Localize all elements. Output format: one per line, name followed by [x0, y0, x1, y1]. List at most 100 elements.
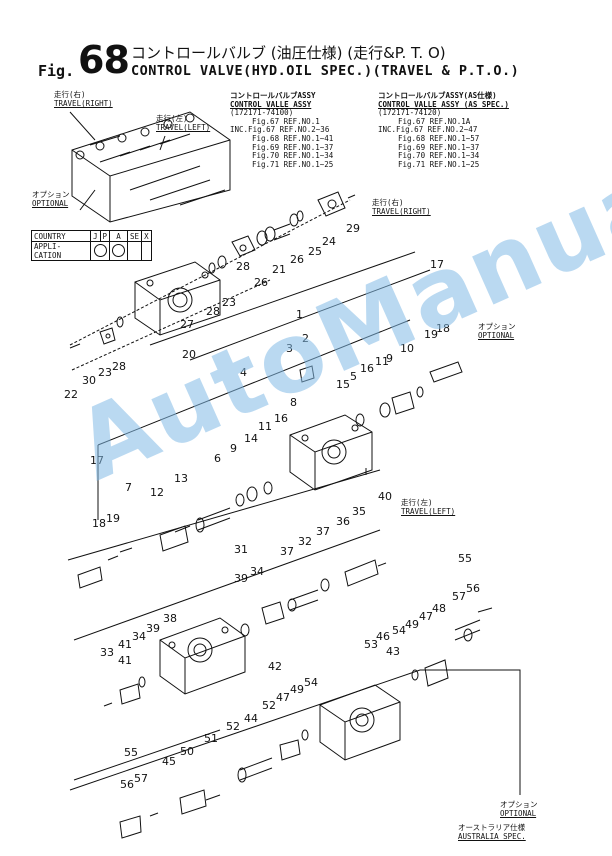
part-number-label: 50: [180, 745, 194, 758]
part-number-label: 34: [132, 630, 146, 643]
part-number-label: 2: [302, 332, 309, 345]
part-number-label: 13: [174, 472, 188, 485]
part-number-label: 41: [118, 654, 132, 667]
parts-row-lower-left: [103, 559, 387, 707]
part-number-label: 44: [244, 712, 258, 725]
part-number-label: 24: [322, 235, 336, 248]
part-number-label: 53: [364, 638, 378, 651]
circle-mark-icon: [112, 243, 126, 257]
part-number-label: 42: [268, 660, 282, 673]
part-number-label: 27: [180, 318, 194, 331]
travel-right-mid-callout: 走行(右) TRAVEL(RIGHT): [372, 198, 431, 216]
part-number-label: 39: [146, 622, 160, 635]
part-number-label: 35: [352, 505, 366, 518]
part-number-label: 39: [234, 572, 248, 585]
part-number-label: 26: [290, 253, 304, 266]
part-number-label: 36: [336, 515, 350, 528]
part-number-label: 47: [419, 610, 433, 623]
application-mark-se: [127, 241, 143, 261]
option-mid-callout: オプション OPTIONAL: [478, 322, 516, 340]
part-number-label: 19: [106, 512, 120, 525]
part-number-label: 22: [64, 388, 78, 401]
travel-left-top-callout: 走行(左) TRAVEL(LEFT): [156, 114, 211, 132]
part-number-label: 19: [424, 328, 438, 341]
part-number-label: 57: [452, 590, 466, 603]
part-number-label: 38: [163, 612, 177, 625]
part-number-label: 4: [240, 366, 247, 379]
part-number-label: 26: [254, 276, 268, 289]
part-number-label: 23: [222, 296, 236, 309]
part-number-label: 3: [286, 342, 293, 355]
country-application-table: COUNTRY J P A SE X APPLI- CATION: [31, 230, 152, 261]
figure-number: 68: [78, 38, 130, 82]
part-number-label: 17: [90, 454, 104, 467]
part-number-label: 30: [82, 374, 96, 387]
part-number-label: 43: [386, 645, 400, 658]
part-number-label: 55: [124, 746, 138, 759]
part-number-label: 37: [280, 545, 294, 558]
part-number-label: 40: [378, 490, 392, 503]
part-number-label: 55: [458, 552, 472, 565]
part-number-label: 41: [118, 638, 132, 651]
part-number-label: 11: [375, 355, 389, 368]
application-mark-x: [141, 241, 152, 261]
part-number-label: 18: [92, 517, 106, 530]
title-english: CONTROL VALVE(HYD.OIL SPEC.)(TRAVEL & P.…: [131, 63, 520, 79]
part-number-label: 28: [236, 260, 250, 273]
part-number-label: 56: [120, 778, 134, 791]
part-number-label: 16: [274, 412, 288, 425]
part-number-label: 1: [296, 308, 303, 321]
part-number-label: 32: [298, 535, 312, 548]
part-number-label: 14: [244, 432, 258, 445]
part-number-label: 6: [214, 452, 221, 465]
valve-body-bottom: [319, 684, 401, 761]
part-number-label: 47: [276, 691, 290, 704]
assy-standard-block: コントロールバルブASSY CONTROL VALLE ASSY (172171…: [230, 91, 334, 169]
part-number-label: 37: [316, 525, 330, 538]
application-label: APPLI- CATION: [31, 241, 91, 261]
part-number-label: 52: [226, 720, 240, 733]
australia-spec-callout: オーストラリア仕様 AUSTRALIA SPEC.: [458, 823, 526, 841]
part-number-label: 25: [308, 245, 322, 258]
part-number-label: 49: [290, 683, 304, 696]
part-number-label: 20: [182, 348, 196, 361]
figure-prefix: Fig.: [38, 62, 75, 80]
part-number-label: 28: [206, 305, 220, 318]
part-number-label: 9: [386, 352, 393, 365]
valve-body-travel-left: [159, 617, 246, 695]
part-number-label: 31: [234, 543, 248, 556]
part-number-label: 34: [250, 565, 264, 578]
part-number-label: 23: [98, 366, 112, 379]
part-number-label: 57: [134, 772, 148, 785]
part-number-label: 45: [162, 755, 176, 768]
part-number-label: 11: [258, 420, 272, 433]
part-number-label: 8: [290, 396, 297, 409]
part-number-label: 52: [262, 699, 276, 712]
part-number-label: 48: [432, 602, 446, 615]
valve-body-middle: [289, 365, 373, 491]
part-number-label: 7: [125, 481, 132, 494]
travel-right-top-callout: 走行(右) TRAVEL(RIGHT): [54, 90, 113, 108]
part-number-label: 56: [466, 582, 480, 595]
travel-left-mid-callout: 走行(左) TRAVEL(LEFT): [401, 498, 456, 516]
part-number-label: 54: [304, 676, 318, 689]
part-number-label: 9: [230, 442, 237, 455]
valve-assembly-thumbnail: [69, 111, 231, 223]
parts-row-middle: [77, 361, 463, 589]
title-japanese: コントロールバルブ (油圧仕様) (走行&P. T. O): [131, 44, 446, 62]
part-number-label: 10: [400, 342, 414, 355]
assy-as-spec-block: コントロールバルブASSY(AS仕様) CONTROL VALLE ASSY (…: [378, 91, 509, 169]
part-number-label: 46: [376, 630, 390, 643]
valve-body-travel-right: [134, 261, 221, 336]
parts-row-upper: [69, 191, 356, 349]
part-number-label: 5: [350, 370, 357, 383]
part-number-label: 16: [360, 362, 374, 375]
option-bottom-callout: オプション OPTIONAL: [500, 800, 538, 818]
part-number-label: 18: [436, 322, 450, 335]
part-number-label: 15: [336, 378, 350, 391]
part-number-label: 49: [405, 618, 419, 631]
part-number-label: 29: [346, 222, 360, 235]
part-number-label: 21: [272, 263, 286, 276]
